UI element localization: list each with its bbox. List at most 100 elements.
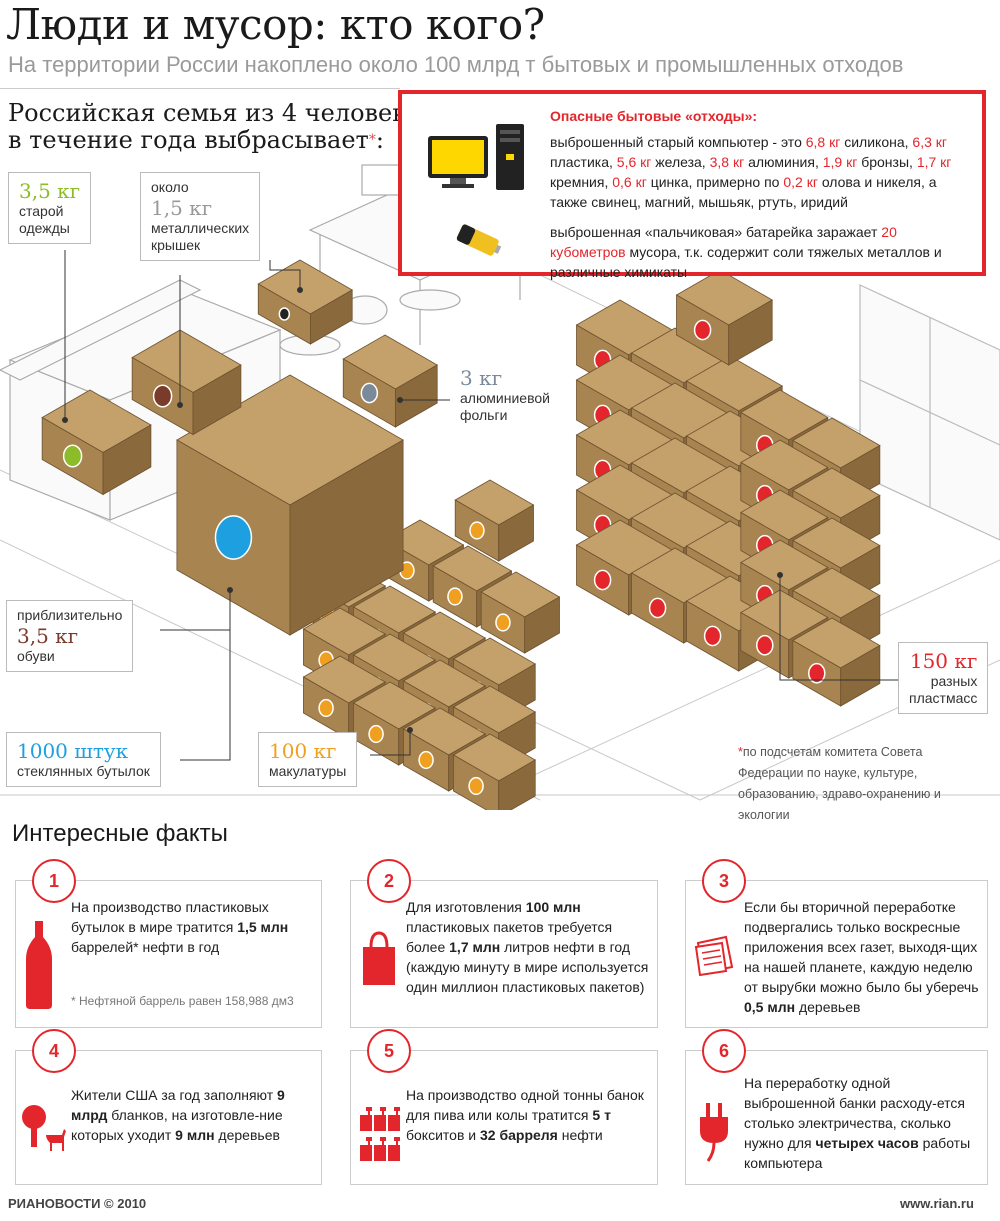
waste-box (131, 329, 242, 436)
fact-text: На переработку одной выброшенной банки р… (744, 1075, 971, 1171)
fact-card-4: 4 Жители США за год заполняют 9 млрд бла… (15, 1029, 322, 1185)
computer-description: выброшенный старый компьютер - это 6,8 к… (550, 134, 952, 210)
fact-text: На производство пластиковых бутылок в ми… (71, 899, 289, 955)
box-marker (278, 307, 291, 321)
box-marker (648, 597, 667, 619)
waste-box (480, 571, 561, 654)
lead-colon: : (375, 126, 384, 154)
box-marker (152, 384, 173, 408)
label-shoes: приблизительно 3,5 кг обуви (6, 600, 134, 672)
fact-card-3: 3 Если бы вторичной переработке подверга… (685, 859, 988, 1028)
label-foil-line2: фольги (460, 407, 508, 423)
plug-icon (700, 1103, 728, 1162)
label-lids-line1: металлических (151, 220, 250, 236)
page-title: Люди и мусор: кто кого? (6, 0, 545, 49)
lead-asterisk: * (368, 132, 376, 148)
leader-lines (62, 250, 898, 761)
ria-novosti-logo: РИАНОВОСТИ © 2010 (8, 1196, 147, 1211)
label-foil-amount: 3 кг (460, 366, 503, 390)
isometric-room-illustration (0, 164, 1000, 810)
label-glass-line1: стеклянных бутылок (17, 763, 150, 779)
label-shoes-amount: 3,5 кг (17, 624, 79, 648)
label-plastic: 150 кг разных пластмасс (898, 642, 989, 714)
box-marker (62, 444, 83, 468)
label-lids-amount: 1,5 кг (151, 196, 213, 220)
waste-box (352, 681, 437, 766)
divider (0, 88, 400, 89)
battery-icon (456, 224, 502, 256)
fact-number: 2 (367, 859, 411, 903)
fact-number: 5 (367, 1029, 411, 1073)
waste-box (257, 259, 354, 345)
fact-card-2: 2 Для изготовления 100 млн пластиковых п… (350, 859, 658, 1028)
waste-box (342, 334, 439, 428)
box-marker (447, 587, 463, 606)
label-lids-line2: крышек (151, 237, 201, 253)
label-foil: 3 кг алюминиевой фольги (450, 360, 560, 430)
label-paper-amount: 100 кг (269, 739, 337, 763)
fact-number: 4 (32, 1029, 76, 1073)
danger-title: Опасные бытовые «отходы»: (550, 108, 758, 124)
boxes (41, 259, 881, 810)
label-shoes-prefix: приблизительно (17, 607, 123, 623)
label-lids: около 1,5 кг металлических крышек (140, 172, 261, 261)
facts-title: Интересные факты (12, 820, 228, 847)
label-clothes-amount: 3,5 кг (19, 179, 81, 203)
lead-text: Российская семья из 4 человек в течение … (8, 100, 407, 154)
label-clothes-line2: одежды (19, 220, 70, 236)
fact-number: 6 (702, 1029, 746, 1073)
footnote-text: по подсчетам комитета Совета Федерации п… (738, 745, 941, 822)
page-subtitle: На территории России накоплено около 100… (8, 52, 904, 77)
fact-card-1: 1 На производство пластиковых бутылок в … (15, 859, 322, 1028)
box-marker (469, 521, 485, 540)
waste-box (452, 733, 537, 810)
bag-icon (363, 931, 395, 985)
footer-url[interactable]: www.rian.ru (900, 1196, 974, 1211)
label-clothes: 3,5 кг старой одежды (8, 172, 92, 244)
waste-box (41, 389, 152, 496)
lead-line-2-text: в течение года выбрасывает (8, 126, 369, 154)
fact-card-6: 6 На переработку одной выброшенной банки… (685, 1029, 988, 1185)
waste-box (675, 269, 774, 366)
fact-text: Если бы вторичной переработке подвергали… (744, 899, 979, 1015)
shelves (859, 284, 1000, 541)
box-marker (495, 613, 511, 632)
newspaper-icon (694, 935, 734, 977)
fact-text: Для изготовления 100 млн пластиковых пак… (406, 899, 649, 995)
battery-description: выброшенная «пальчиковая» батарейка зара… (550, 224, 942, 280)
dangerous-waste-panel: Опасные бытовые «отходы»: выброшенный ст… (398, 90, 986, 280)
cans-icon (360, 1107, 400, 1161)
box-marker (808, 662, 826, 684)
box-marker (214, 515, 253, 560)
box-marker (368, 724, 384, 744)
box-marker (703, 625, 722, 647)
tree-and-deer-icon (22, 1105, 66, 1151)
computer-icon (428, 124, 524, 190)
label-plastic-line1: разных (930, 673, 978, 689)
fact-text: Жители США за год заполняют 9 млрд бланк… (71, 1087, 285, 1143)
label-clothes-line1: старой (19, 203, 64, 219)
box-marker (468, 776, 484, 796)
label-foil-line1: алюминиевой (460, 390, 550, 406)
waste-box (454, 479, 535, 562)
box-marker (756, 634, 774, 656)
box-marker (418, 750, 434, 770)
box-marker (693, 319, 712, 341)
label-lids-prefix: около (151, 179, 189, 195)
lead-line-2: в течение года выбрасывает*: (8, 127, 407, 154)
fact-text: На производство одной тонны банок для пи… (406, 1087, 644, 1143)
fact-card-5: 5 На производство одной тонны банок для … (350, 1029, 658, 1185)
label-glass-amount: 1000 штук (17, 739, 129, 763)
waste-box (792, 617, 881, 707)
label-shoes-line1: обуви (17, 648, 55, 664)
label-paper: 100 кг макулатуры (258, 732, 358, 787)
lead-line-1: Российская семья из 4 человек (8, 99, 408, 127)
label-plastic-amount: 150 кг (909, 649, 978, 673)
box-marker (318, 698, 334, 718)
footnote-asterisk: * (738, 745, 743, 759)
fact-note: * Нефтяной баррель равен 158,988 дм3 (71, 994, 294, 1008)
box-marker (593, 569, 612, 591)
fact-number: 1 (32, 859, 76, 903)
fact-number: 3 (702, 859, 746, 903)
footnote: *по подсчетам комитета Совета Федерации … (738, 742, 988, 826)
